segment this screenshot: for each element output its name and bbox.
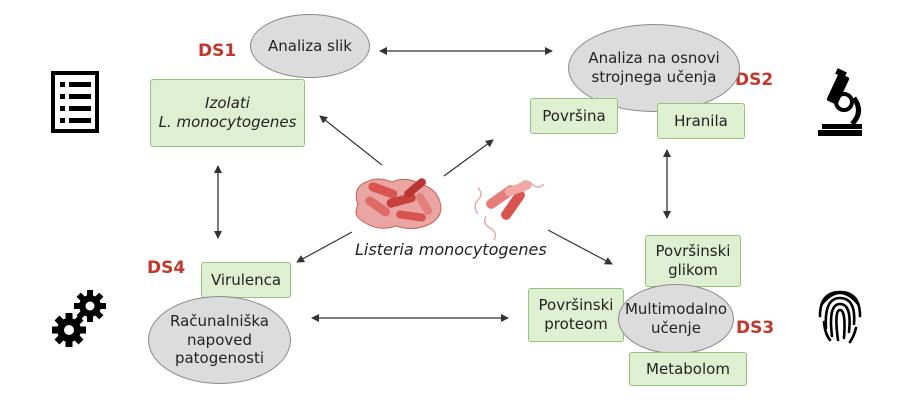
microscope-icon — [818, 68, 862, 136]
povrsina-label: Površina — [542, 106, 606, 125]
arrow-to-ds3 — [547, 229, 613, 265]
hranila-box: Hranila — [657, 103, 745, 139]
arrow-to-izolati — [319, 115, 383, 166]
arrow-to-strojno — [443, 139, 494, 177]
povrsinski-glikom-box: Površinski glikom — [645, 235, 741, 287]
hranila-label: Hranila — [674, 111, 728, 130]
strojno-line1: Analiza na osnovi — [588, 49, 720, 68]
metabolom-label: Metabolom — [646, 359, 730, 378]
racun-line3: patogenosti — [174, 349, 265, 368]
fingerprint-icon — [818, 290, 862, 344]
virulenca-label: Virulenca — [210, 270, 282, 289]
analiza-slik-label: Analiza slik — [268, 36, 352, 55]
analiza-slik-oval: Analiza slik — [250, 14, 370, 78]
ds3-label: DS3 — [736, 318, 775, 338]
racunalniska-napoved-oval: Računalniška napoved patogenosti — [148, 296, 291, 384]
racun-line2: napoved — [186, 330, 253, 349]
izolati-line2: L. monocytogenes — [158, 113, 297, 131]
multimodalno-ucenje-oval: Multimodalno učenje — [618, 284, 734, 354]
proteom-line2: proteom — [544, 315, 608, 333]
metabolom-box: Metabolom — [629, 352, 747, 386]
virulenca-box: Virulenca — [201, 262, 291, 298]
multi-line1: Multimodalno — [624, 300, 728, 319]
glikom-line2: glikom — [668, 261, 718, 279]
checklist-icon — [51, 71, 99, 133]
arrow-to-virulenca — [296, 231, 353, 263]
izolati-line1: Izolati — [205, 94, 250, 113]
ds2-label: DS2 — [735, 70, 774, 90]
racun-line1: Računalniška — [169, 311, 269, 330]
strojno-line2: strojnega učenja — [591, 68, 717, 86]
povrsina-box: Površina — [530, 98, 618, 134]
organism-label: Listeria monocytogenes — [355, 240, 547, 259]
gears-icon — [52, 290, 106, 347]
multi-line2: učenje — [651, 319, 701, 337]
glikom-line1: Površinski — [655, 242, 731, 261]
bacteria-flagella-icon — [474, 180, 545, 241]
proteom-line1: Površinski — [538, 296, 614, 315]
ds4-label: DS4 — [147, 258, 186, 278]
strojno-ucenje-oval: Analiza na osnovi strojnega učenja — [568, 24, 740, 112]
povrsinski-proteom-box: Površinski proteom — [528, 288, 624, 342]
izolati-box: Izolati L. monocytogenes — [150, 79, 305, 147]
ds1-label: DS1 — [198, 41, 237, 61]
bacteria-cluster-icon — [355, 178, 442, 230]
